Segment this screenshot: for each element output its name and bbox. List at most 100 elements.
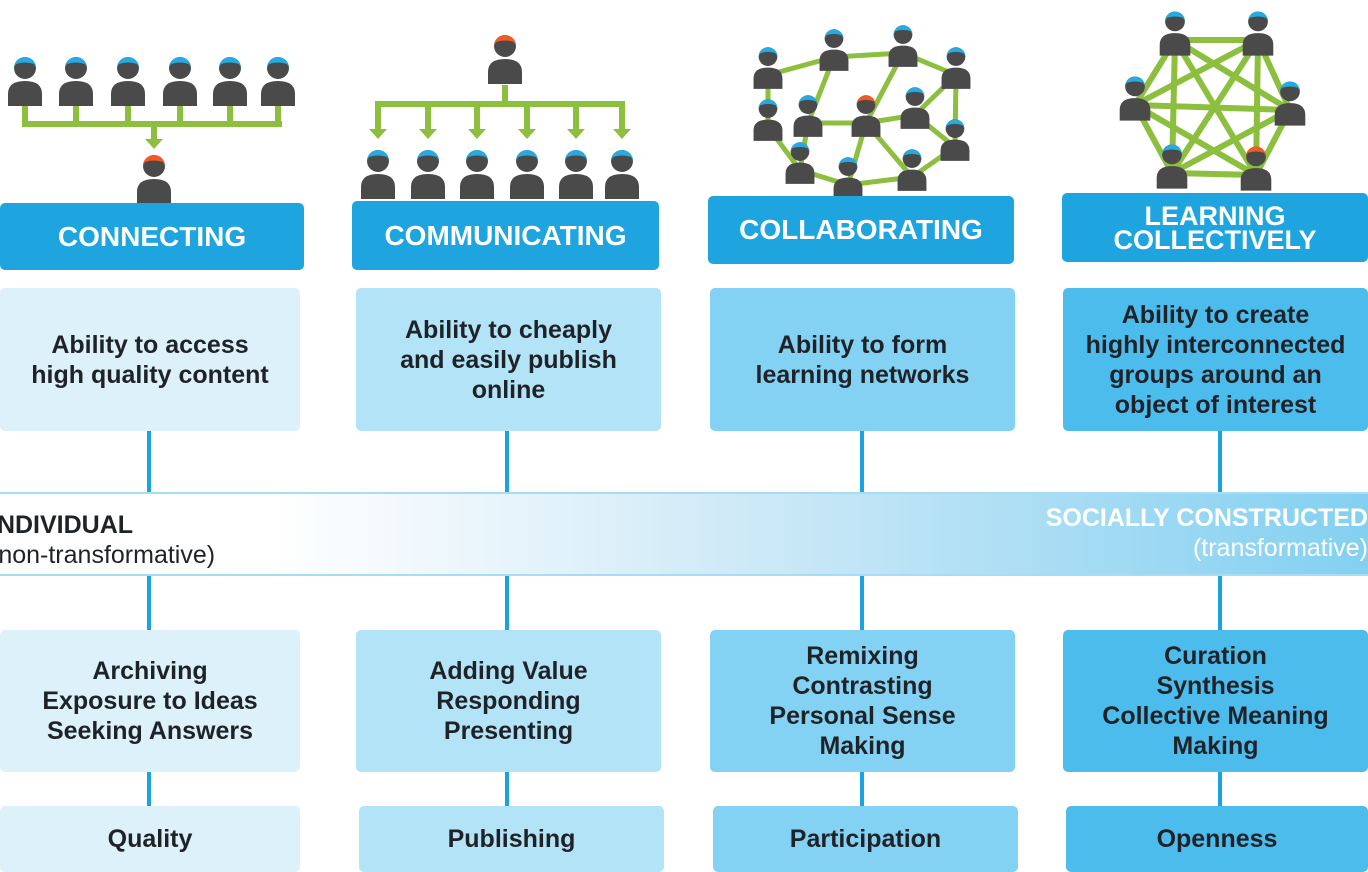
connector-line <box>860 431 864 492</box>
spectrum-left-label: INDIVIDUAL (non-transformative) <box>0 510 215 570</box>
connector-line <box>1218 772 1222 806</box>
connector-line <box>860 772 864 806</box>
spectrum-right-title: SOCIALLY CONSTRUCTED <box>1045 504 1368 532</box>
value-label: Quality <box>107 825 193 853</box>
collaborating-network-icon <box>753 25 971 199</box>
value-label: Participation <box>789 825 942 853</box>
activity-item: Personal Sense <box>769 702 956 730</box>
ability-line: Ability to form <box>777 330 948 359</box>
person-icon <box>897 149 927 191</box>
header-collaborating: COLLABORATING <box>708 196 1014 264</box>
ability-learning-collectively: Ability to create highly interconnected … <box>1063 288 1368 431</box>
person-icon <box>111 57 145 106</box>
person-icon <box>213 57 247 106</box>
activity-item: Contrasting <box>792 672 933 700</box>
person-icon <box>793 95 823 137</box>
spectrum-left-subtitle: (non-transformative) <box>0 541 216 569</box>
person-icon <box>900 87 930 129</box>
connector-line <box>147 576 151 630</box>
activity-item: Responding <box>436 687 581 715</box>
ability-communicating: Ability to cheaply and easily publish on… <box>356 288 661 431</box>
person-icon <box>460 150 494 199</box>
arrow-down-icon <box>613 129 631 139</box>
connector-line <box>505 772 509 806</box>
person-icon <box>488 35 522 84</box>
connector-line <box>860 576 864 630</box>
connecting-people-icon <box>8 57 295 204</box>
ability-line: online <box>471 375 546 404</box>
activity-item: Archiving <box>92 657 208 685</box>
activity-item: Presenting <box>443 717 574 745</box>
spectrum-right-subtitle: (transformative) <box>1192 534 1368 562</box>
collective-network-icon <box>1119 11 1306 191</box>
activities-learning-collectively: Curation Synthesis Collective Meaning Ma… <box>1063 630 1368 772</box>
spectrum-right-label: SOCIALLY CONSTRUCTED (transformative) <box>1046 503 1368 563</box>
ability-line: and easily publish <box>400 345 617 374</box>
header-collaborating-label: COLLABORATING <box>739 214 983 245</box>
activities-collaborating: Remixing Contrasting Personal Sense Maki… <box>710 630 1015 772</box>
activity-item: Adding Value <box>429 657 588 685</box>
person-icon <box>851 95 881 137</box>
arrow-down-icon <box>468 129 486 139</box>
activity-item: Curation <box>1164 642 1267 670</box>
ability-collaborating: Ability to form learning networks <box>710 288 1015 431</box>
ability-line: object of interest <box>1114 390 1317 419</box>
person-icon <box>1159 11 1191 56</box>
person-icon <box>605 150 639 199</box>
person-icon <box>941 47 971 89</box>
person-icon <box>819 29 849 71</box>
person-icon <box>1240 146 1272 191</box>
activity-item: Collective Meaning <box>1102 702 1329 730</box>
person-icon <box>163 57 197 106</box>
arrow-down-icon <box>518 129 536 139</box>
person-icon <box>1242 11 1274 56</box>
person-icon <box>785 142 815 184</box>
person-icon <box>833 157 863 199</box>
person-icon <box>753 99 783 141</box>
activities-connecting: Archiving Exposure to Ideas Seeking Answ… <box>0 630 300 772</box>
person-icon <box>59 57 93 106</box>
activity-item: Remixing <box>806 642 919 670</box>
header-communicating-label: COMMUNICATING <box>384 219 627 251</box>
person-icon <box>753 47 783 89</box>
header-learning-label: LEARNING <box>1144 200 1286 231</box>
value-collaborating: Participation <box>713 806 1018 872</box>
person-icon <box>361 150 395 199</box>
connector-line <box>147 431 151 492</box>
activity-item: Seeking Answers <box>46 717 254 745</box>
connector-line <box>505 576 509 630</box>
activity-item: Exposure to Ideas <box>42 687 258 715</box>
person-icon <box>411 150 445 199</box>
ability-line: Ability to access <box>51 330 249 359</box>
connector-line <box>1218 576 1222 630</box>
activity-item: Synthesis <box>1156 672 1275 700</box>
arrow-down-icon <box>145 139 163 149</box>
person-icon <box>940 119 970 161</box>
value-label: Openness <box>1156 825 1278 853</box>
header-connecting: CONNECTING <box>0 203 304 270</box>
ability-line: groups around an <box>1109 360 1322 389</box>
header-learning-collectively: LEARNING COLLECTIVELY <box>1062 193 1368 262</box>
header-connecting-label: CONNECTING <box>57 220 247 252</box>
person-icon <box>1274 81 1306 126</box>
ability-line: Ability to cheaply <box>405 315 612 344</box>
value-communicating: Publishing <box>359 806 664 872</box>
person-icon <box>261 57 295 106</box>
person-icon <box>510 150 544 199</box>
person-icon <box>137 155 171 204</box>
person-icon <box>1156 144 1188 189</box>
spectrum-band <box>0 492 1368 576</box>
value-label: Publishing <box>447 825 576 853</box>
connector-line <box>505 431 509 492</box>
ability-line: Ability to create <box>1121 300 1310 329</box>
person-icon <box>888 25 918 67</box>
arrow-down-icon <box>567 129 585 139</box>
ability-line: high quality content <box>31 360 269 389</box>
value-connecting: Quality <box>0 806 300 872</box>
communicating-people-icon <box>361 35 639 199</box>
value-learning-collectively: Openness <box>1066 806 1368 872</box>
activities-communicating: Adding Value Responding Presenting <box>356 630 661 772</box>
ability-connecting: Ability to access high quality content <box>0 288 300 431</box>
arrow-down-icon <box>369 129 387 139</box>
